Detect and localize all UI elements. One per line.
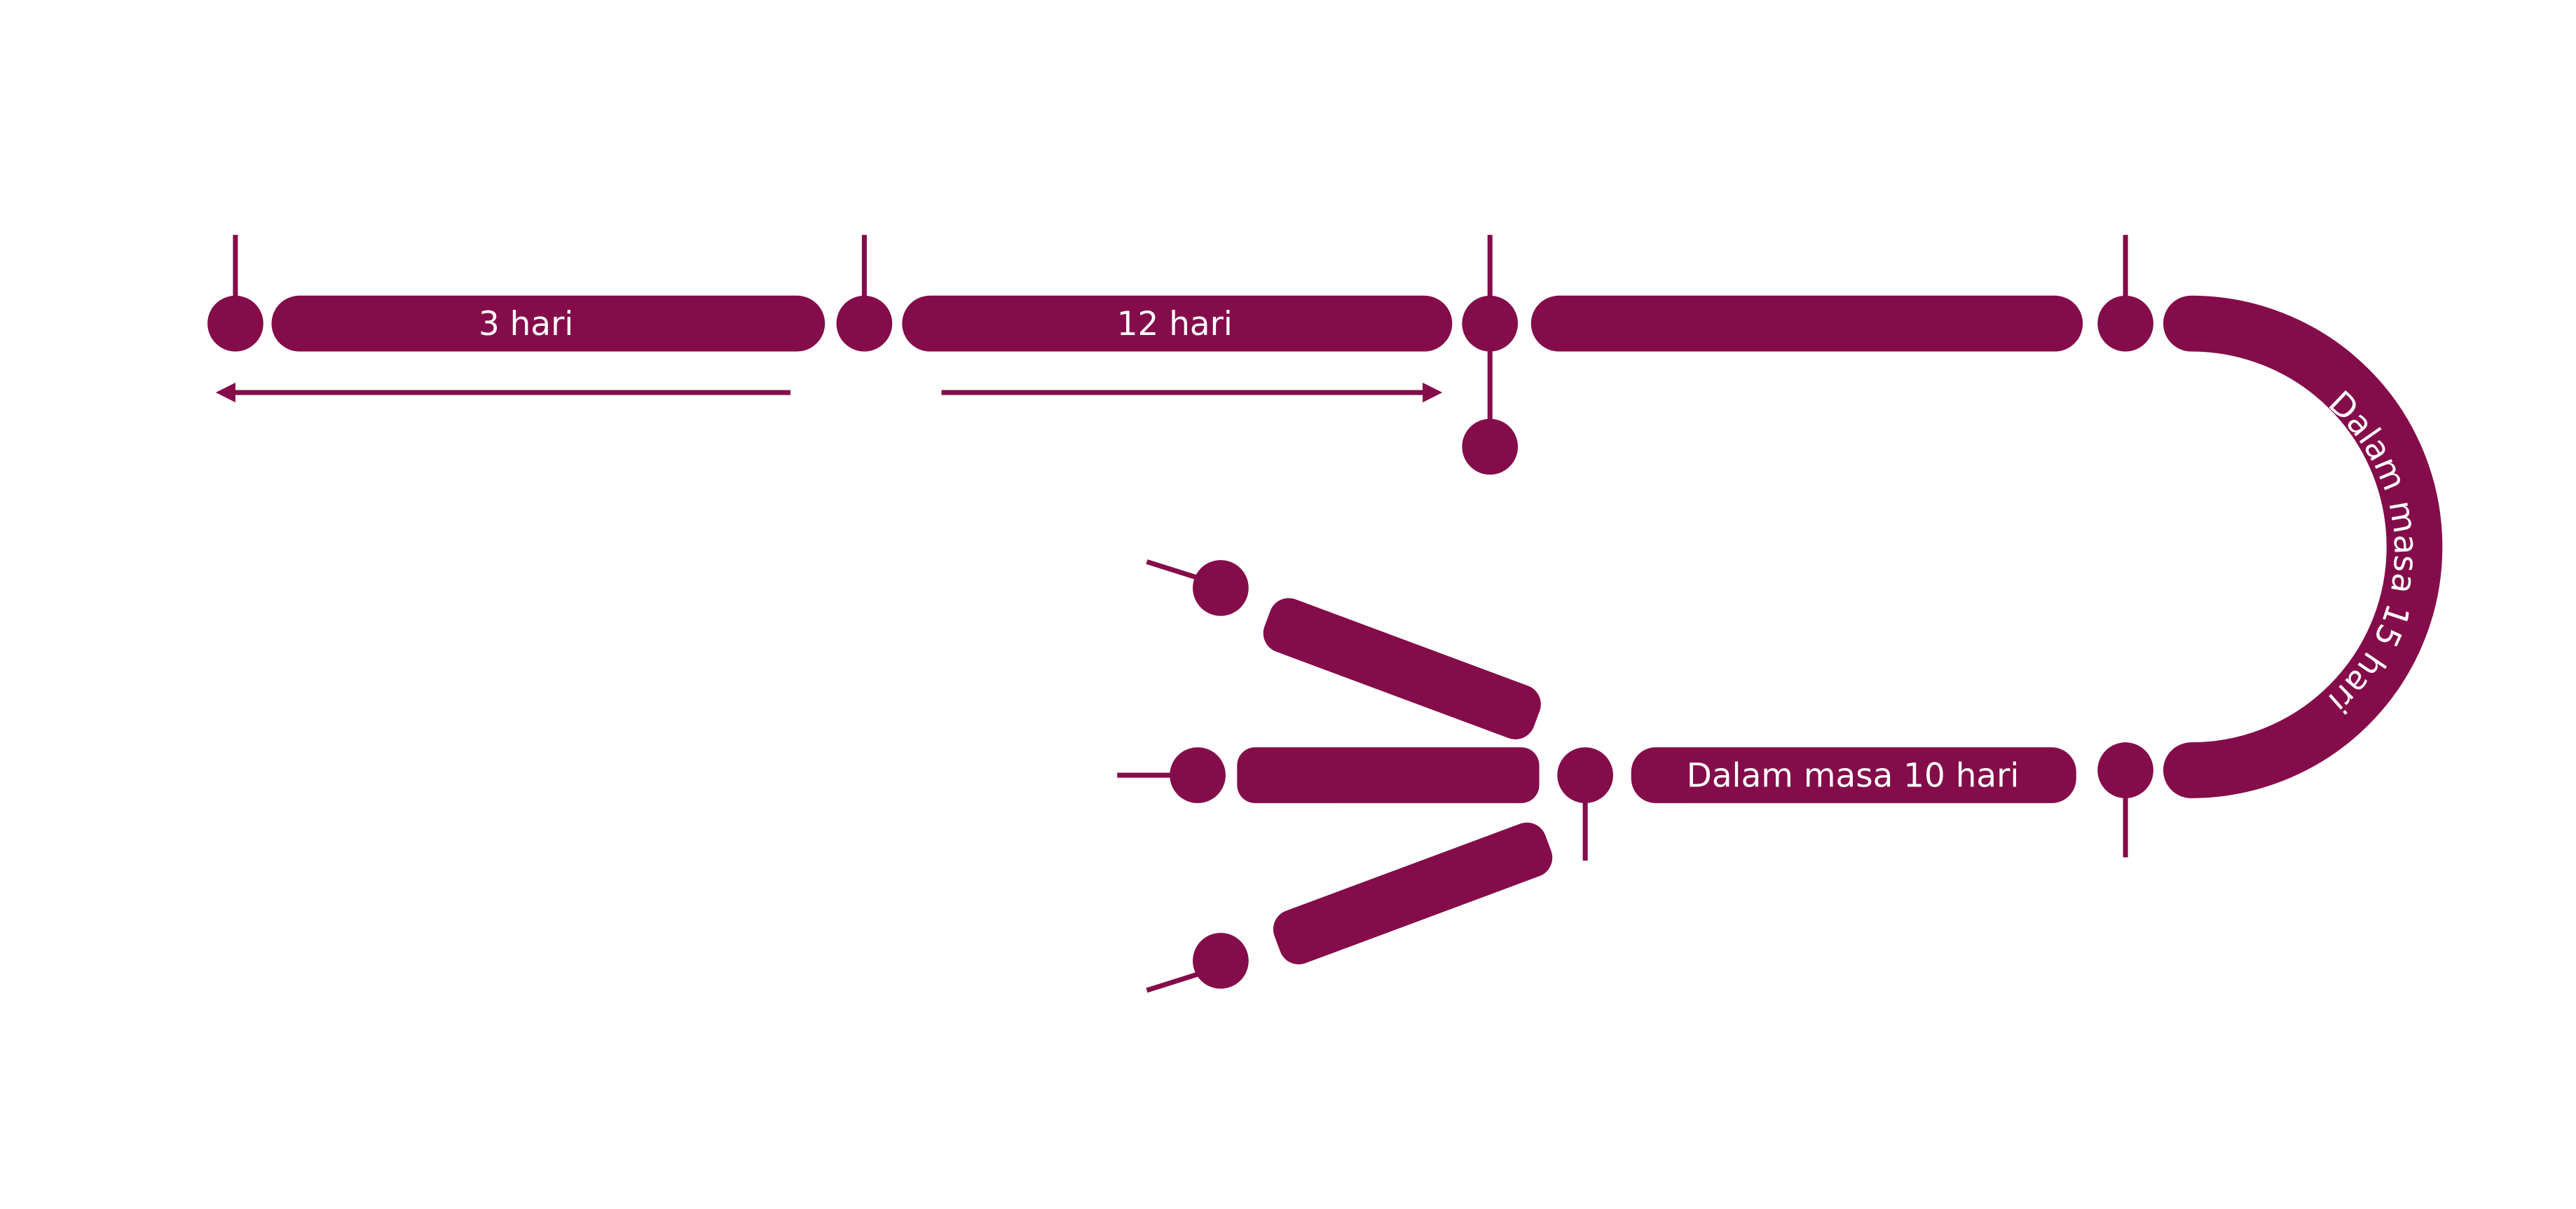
bar-unlabeled [1530, 295, 2083, 352]
node-dot [1462, 295, 1519, 352]
node-dot [207, 295, 263, 352]
node-dot [1193, 933, 1249, 989]
bar-3-days [271, 295, 825, 352]
arc-15-days [2163, 295, 2443, 798]
label-3-days: 3 hari [479, 306, 573, 343]
fan-bar-upper [1263, 598, 1541, 739]
node-dot [2097, 742, 2153, 798]
arrow-right [941, 382, 1443, 403]
node-dot [1193, 560, 1249, 616]
bar-within-10-days [1631, 747, 2076, 803]
arrow-left [215, 382, 790, 403]
fan-bar-middle [1237, 747, 1540, 803]
branch-node-dot [1462, 418, 1519, 475]
node-dot [1557, 747, 1613, 803]
label-within-10-days: Dalam masa 10 hari [1687, 757, 2020, 795]
fan-bar-lower [1273, 822, 1553, 964]
node-dot [2097, 295, 2153, 352]
node-dot [836, 295, 893, 352]
node-dot [1170, 747, 1226, 803]
bar-12-days [902, 295, 1453, 352]
label-12-days: 12 hari [1117, 306, 1233, 343]
